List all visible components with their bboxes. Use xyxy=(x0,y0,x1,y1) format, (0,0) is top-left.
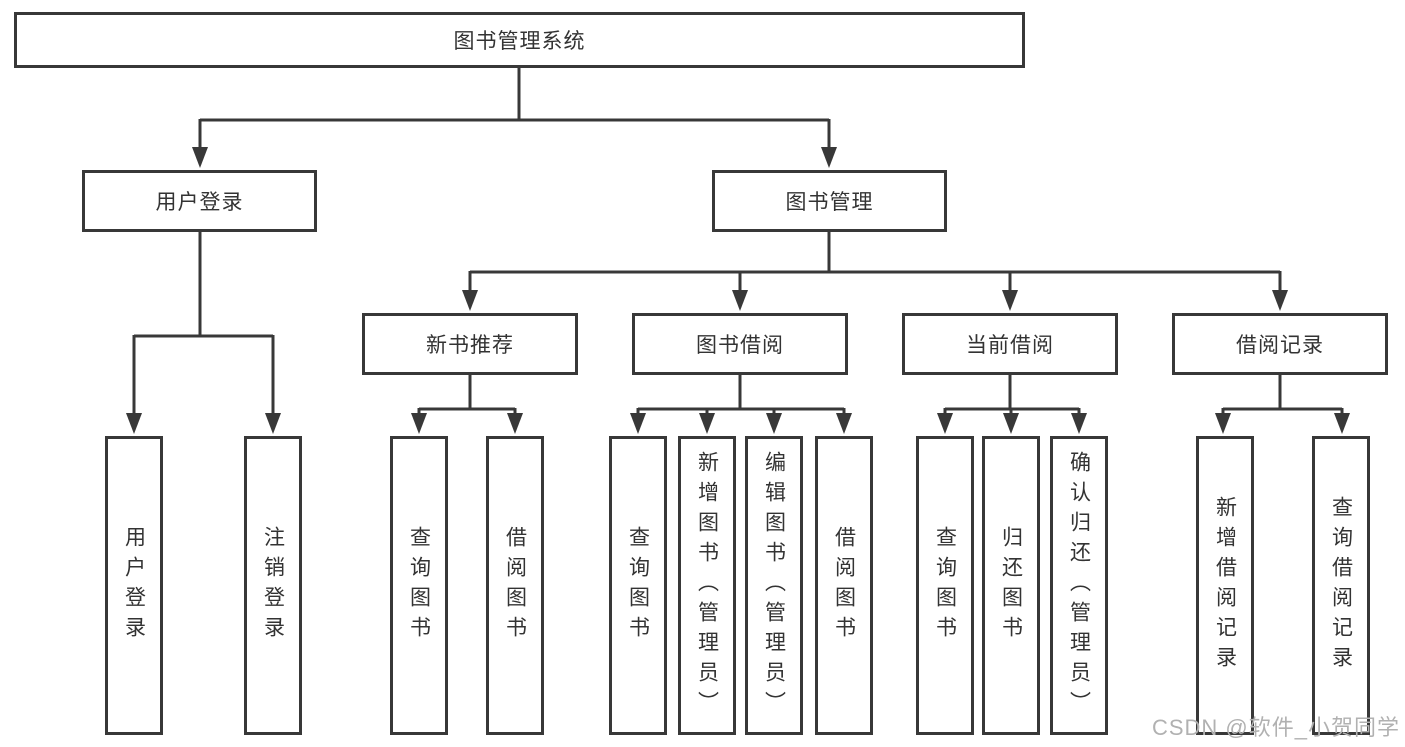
connector-book-borrow-section-to-leaves xyxy=(630,375,852,434)
node-book-borrow: 图书借阅 xyxy=(632,313,848,375)
arrowhead-icon xyxy=(462,290,478,311)
arrowhead-icon xyxy=(1215,413,1231,434)
csdn-watermark: CSDN @软件_小贺同学 xyxy=(1151,715,1400,740)
arrowhead-icon xyxy=(732,290,748,311)
arrowhead-icon xyxy=(630,413,646,434)
arrowhead-icon xyxy=(766,413,782,434)
connector-borrow-records-section-to-leaves xyxy=(1215,375,1350,434)
arrowhead-icon xyxy=(265,413,281,434)
leaf-add-borrow-record: 新增借阅记录 xyxy=(1196,436,1254,735)
node-library-management-system: 图书管理系统 xyxy=(14,12,1025,68)
node-book-management-branch: 图书管理 xyxy=(712,170,947,232)
arrowhead-icon xyxy=(192,147,208,168)
arrowhead-icon xyxy=(937,413,953,434)
node-new-book-recommend: 新书推荐 xyxy=(362,313,578,375)
connector-root-to-branches xyxy=(192,68,837,168)
connector-user-login-to-leaves xyxy=(126,232,281,434)
leaf-borrow-books-recommend: 借阅图书 xyxy=(486,436,544,735)
leaf-user-login: 用户登录 xyxy=(105,436,163,735)
leaf-query-books-recommend: 查询图书 xyxy=(390,436,448,735)
arrowhead-icon xyxy=(126,413,142,434)
leaf-add-books-admin: 新增图书（管理员） xyxy=(678,436,736,735)
connector-current-borrow-section-to-leaves xyxy=(937,375,1087,434)
connector-book-management-to-sections xyxy=(462,232,1288,311)
leaf-borrow-books: 借阅图书 xyxy=(815,436,873,735)
arrowhead-icon xyxy=(821,147,837,168)
node-user-login-branch: 用户登录 xyxy=(82,170,317,232)
arrowhead-icon xyxy=(507,413,523,434)
leaf-edit-books-admin: 编辑图书（管理员） xyxy=(745,436,803,735)
leaf-query-books-current: 查询图书 xyxy=(916,436,974,735)
leaf-confirm-return-admin: 确认归还（管理员） xyxy=(1050,436,1108,735)
leaf-query-borrow-record: 查询借阅记录 xyxy=(1312,436,1370,735)
arrowhead-icon xyxy=(411,413,427,434)
node-borrow-records: 借阅记录 xyxy=(1172,313,1388,375)
node-current-borrow: 当前借阅 xyxy=(902,313,1118,375)
connector-new-book-section-to-leaves xyxy=(411,375,523,434)
leaf-return-books: 归还图书 xyxy=(982,436,1040,735)
arrowhead-icon xyxy=(699,413,715,434)
arrowhead-icon xyxy=(1334,413,1350,434)
arrowhead-icon xyxy=(1071,413,1087,434)
arrowhead-icon xyxy=(836,413,852,434)
arrowhead-icon xyxy=(1272,290,1288,311)
arrowhead-icon xyxy=(1003,413,1019,434)
leaf-logout: 注销登录 xyxy=(244,436,302,735)
arrowhead-icon xyxy=(1002,290,1018,311)
leaf-query-books-borrow: 查询图书 xyxy=(609,436,667,735)
